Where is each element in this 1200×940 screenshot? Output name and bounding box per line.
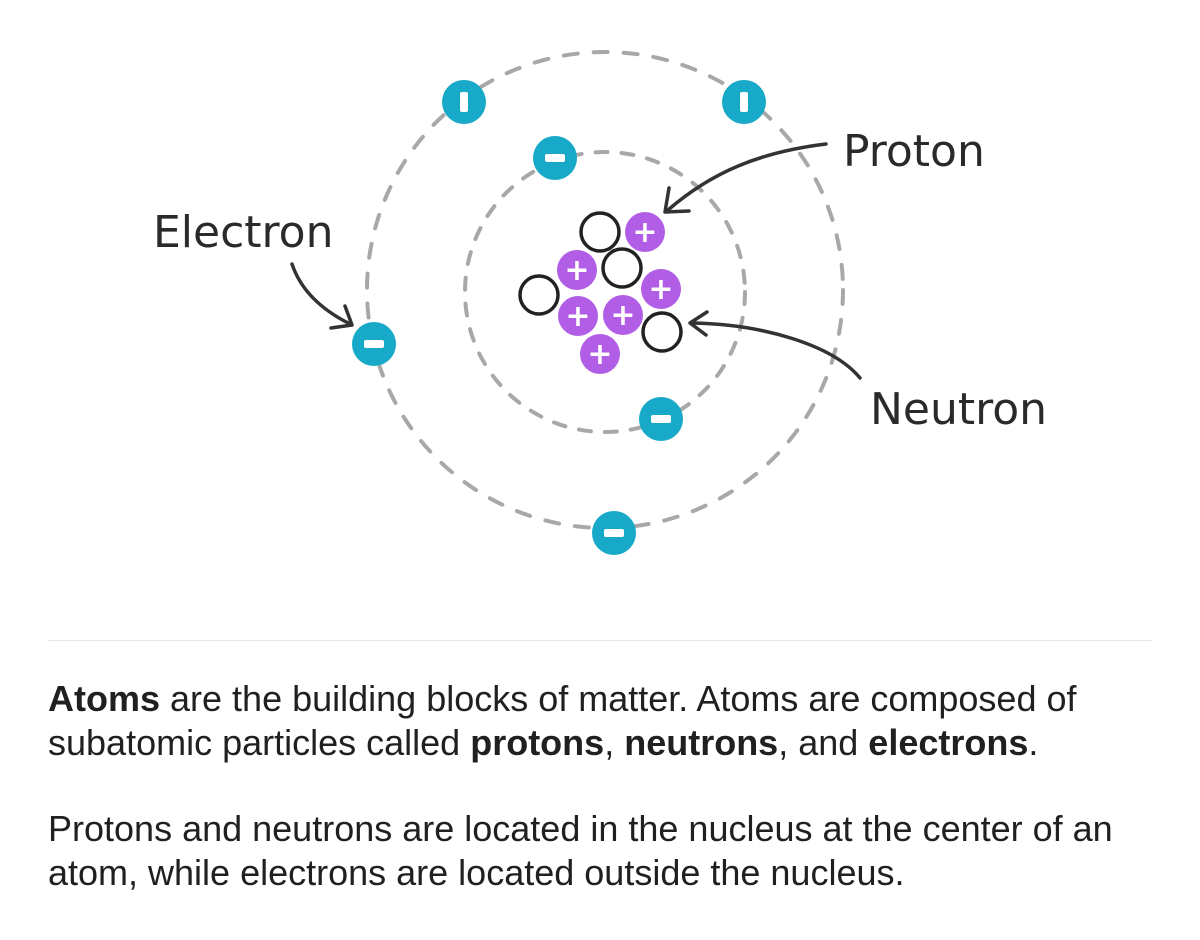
electron-label: Electron — [153, 207, 333, 258]
proton: + — [603, 295, 643, 335]
svg-text:+: + — [565, 299, 590, 334]
proton: + — [580, 334, 620, 374]
svg-text:+: + — [564, 253, 589, 288]
svg-text:+: + — [610, 298, 635, 333]
neutron — [579, 211, 621, 253]
electron — [592, 511, 636, 555]
proton: + — [557, 250, 597, 290]
proton: + — [558, 296, 598, 336]
neutron-label: Neutron — [870, 384, 1047, 435]
text-span: , and — [778, 722, 869, 763]
electron — [722, 80, 766, 124]
term-protons: protons — [470, 722, 605, 763]
svg-text:+: + — [632, 215, 657, 250]
neutron — [641, 311, 683, 353]
neutron-arrow — [688, 310, 862, 380]
svg-text:+: + — [648, 272, 673, 307]
text-span: . — [1028, 722, 1039, 763]
inner-orbit — [463, 150, 747, 434]
text-span: are the building blocks of matter. Atoms… — [48, 678, 1077, 763]
term-atoms: Atoms — [48, 678, 161, 719]
neutron — [601, 247, 643, 289]
electron — [639, 397, 683, 441]
description-paragraph-2: Protons and neutrons are located in the … — [48, 808, 1113, 893]
proton: + — [625, 212, 665, 252]
description-paragraph-1: Atoms are the building blocks of matter.… — [48, 677, 1152, 765]
divider — [48, 640, 1152, 641]
proton-label: Proton — [843, 126, 985, 177]
term-neutrons: neutrons — [624, 722, 779, 763]
term-electrons: electrons — [868, 722, 1029, 763]
atom-diagram: + + + + + + — [153, 50, 1047, 555]
electron — [533, 136, 577, 180]
text-span: , — [604, 722, 625, 763]
neutron — [518, 274, 560, 316]
electron — [442, 80, 486, 124]
electron-arrow — [290, 262, 354, 330]
proton: + — [641, 269, 681, 309]
svg-text:+: + — [587, 337, 612, 372]
electron — [352, 322, 396, 366]
proton-arrow — [663, 142, 828, 214]
nucleus: + + + + + + — [518, 211, 683, 374]
outer-orbit — [365, 50, 845, 530]
